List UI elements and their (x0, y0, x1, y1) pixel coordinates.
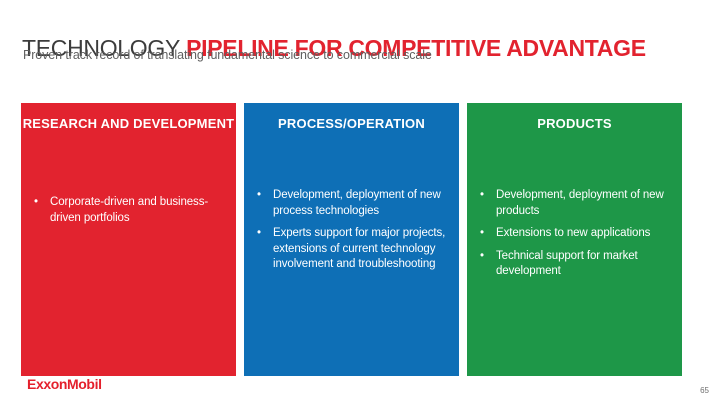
bullet-item: • Extensions to new applications (467, 226, 677, 242)
bullet-text: Technical support for market development (496, 249, 638, 278)
bullet-marker: • (257, 227, 261, 239)
page-subtitle: Proven track record of translating funda… (23, 48, 432, 62)
page-title: TECHNOLOGY PIPELINE FOR COMPETITIVE ADVA… (22, 35, 646, 61)
bullet-text: Extensions to new applications (496, 227, 651, 239)
column-research-and-development: RESEARCH AND DEVELOPMENT • Corporate-dri… (21, 103, 236, 376)
bullet-marker: • (257, 189, 261, 201)
column-process-operation: PROCESS/OPERATION • Development, deploym… (244, 103, 459, 376)
bullet-text: Experts support for major projects, exte… (273, 227, 446, 270)
column-header: PROCESS/OPERATION (278, 116, 425, 131)
bullet-item: • Technical support for market developme… (467, 249, 677, 280)
page-title-emphasis: PIPELINE FOR COMPETITIVE ADVANTAGE (186, 35, 646, 62)
bullet-list: • Development, deployment of new product… (467, 188, 682, 280)
bullet-item: • Development, deployment of new product… (467, 188, 677, 219)
pipeline-columns: RESEARCH AND DEVELOPMENT • Corporate-dri… (21, 103, 682, 376)
page-number: 65 (700, 386, 709, 395)
bullet-marker: • (480, 227, 484, 239)
bullet-text: Development, deployment of new products (496, 189, 664, 217)
bullet-text: Corporate-driven and business-driven por… (50, 196, 209, 224)
bullet-marker: • (480, 189, 484, 201)
column-header: PRODUCTS (537, 116, 612, 131)
bullet-marker: • (480, 249, 484, 262)
exxonmobil-logo: ExxonMobil (27, 376, 102, 392)
column-header: RESEARCH AND DEVELOPMENT (22, 116, 235, 131)
page-title-prefix: TECHNOLOGY (22, 35, 181, 62)
column-products: PRODUCTS • Development, deployment of ne… (467, 103, 682, 376)
bullet-list: • Development, deployment of new process… (244, 188, 459, 273)
bullet-text: Development, deployment of new process t… (273, 189, 441, 217)
bullet-item: • Development, deployment of new process… (244, 188, 454, 219)
bullet-item: • Experts support for major projects, ex… (244, 226, 454, 273)
bullet-marker: • (34, 196, 38, 208)
bullet-list: • Corporate-driven and business-driven p… (21, 195, 236, 226)
bullet-item: • Corporate-driven and business-driven p… (21, 195, 231, 226)
